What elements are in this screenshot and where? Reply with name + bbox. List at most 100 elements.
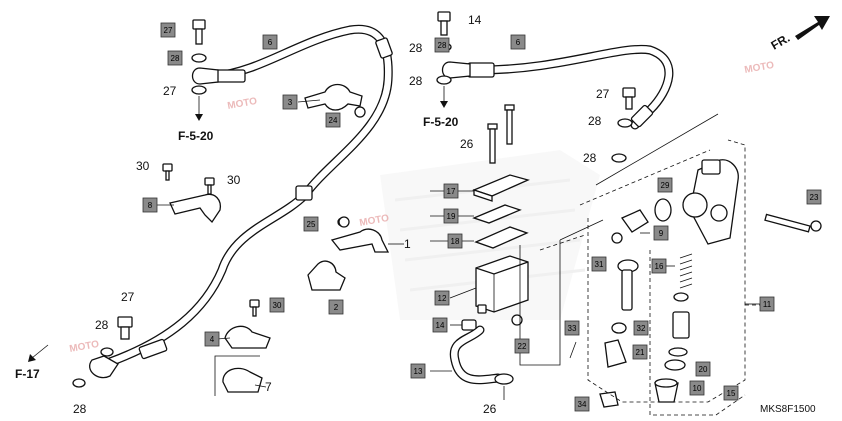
callout-number-28: 28 [409, 41, 423, 55]
callout-box-label: 34 [578, 400, 587, 409]
callout-box-29: 29 [657, 177, 673, 193]
callout-number-28: 28 [583, 151, 597, 165]
callout-box-2: 2 [328, 299, 344, 315]
callout-number-26: 26 [483, 402, 497, 416]
callout-box-15: 15 [723, 385, 739, 401]
callout-box-19: 19 [443, 208, 459, 224]
watermark-3: MOTO [744, 60, 775, 76]
callout-box-label: 12 [438, 294, 447, 303]
callout-box-label: 28 [438, 41, 447, 50]
callout-number-28: 28 [588, 114, 602, 128]
callout-box-label: 17 [447, 187, 456, 196]
ref-f520-left: F-5-20 [178, 129, 214, 143]
callout-box-label: 3 [288, 98, 293, 107]
callout-box-24: 24 [325, 112, 341, 128]
callout-box-label: 18 [451, 237, 460, 246]
callout-number-27: 27 [596, 87, 610, 101]
callout-number-27: 27 [121, 290, 135, 304]
callout-box-22: 22 [514, 338, 530, 354]
callout-box-label: 32 [637, 324, 646, 333]
callout-box-label: 11 [763, 300, 772, 309]
callout-number-7: 7 [265, 380, 272, 394]
callout-box-33: 33 [564, 320, 580, 336]
f17-arrow [28, 344, 49, 362]
callout-box-label: 21 [636, 348, 645, 357]
callout-box-23: 23 [806, 189, 822, 205]
callout-box-label: 31 [595, 260, 604, 269]
callout-box-label: 6 [516, 38, 521, 47]
callout-number-1: 1 [404, 237, 411, 251]
front-direction-label: FR. [769, 31, 793, 53]
ref-f17: F-17 [15, 367, 40, 381]
callout-box-6: 6 [262, 34, 278, 50]
watermark-2: MOTO [359, 213, 390, 229]
rear-master-cylinder [569, 159, 822, 408]
diagram-code: MKS8F1500 [760, 404, 816, 415]
callout-box-17: 17 [443, 183, 459, 199]
callout-box-9: 9 [653, 225, 669, 241]
callout-box-14: 14 [432, 317, 448, 333]
callout-box-34: 34 [574, 396, 590, 412]
front-arrow-icon [795, 16, 830, 40]
callout-box-label: 30 [273, 301, 282, 310]
callout-box-label: 2 [334, 303, 339, 312]
callout-box-label: 13 [414, 367, 423, 376]
callout-number-27: 27 [163, 84, 177, 98]
callout-box-label: 27 [164, 26, 173, 35]
callout-box-27: 27 [160, 22, 176, 38]
callout-box-label: 4 [210, 335, 215, 344]
callout-box-16: 16 [651, 258, 667, 274]
watermark-4: MOTO [69, 339, 100, 355]
callout-box-label: 25 [307, 220, 316, 229]
callout-box-label: 8 [148, 201, 153, 210]
callout-box-label: 16 [655, 262, 664, 271]
short-brake-hose [441, 44, 674, 130]
callout-box-label: 23 [810, 193, 819, 202]
callout-box-18: 18 [447, 233, 463, 249]
callout-box-label: 33 [568, 324, 577, 333]
callout-number-14: 14 [468, 13, 482, 27]
callout-box-28: 28 [434, 37, 450, 53]
callout-number-28: 28 [73, 402, 87, 416]
callout-box-label: 29 [661, 181, 670, 190]
callout-box-31: 31 [591, 256, 607, 272]
callout-box-28: 28 [167, 50, 183, 66]
callout-number-30: 30 [136, 159, 150, 173]
callout-box-12: 12 [434, 290, 450, 306]
callout-box-32: 32 [633, 320, 649, 336]
callout-box-label: 24 [329, 116, 338, 125]
callout-box-6: 6 [510, 34, 526, 50]
callout-box-label: 20 [699, 365, 708, 374]
callout-number-28: 28 [409, 74, 423, 88]
hardware-parts [72, 11, 636, 396]
callout-box-10: 10 [689, 380, 705, 396]
callout-box-label: 9 [659, 229, 664, 238]
callout-box-25: 25 [303, 216, 319, 232]
callout-box-13: 13 [410, 363, 426, 379]
front-direction-indicator: FR. [769, 16, 830, 53]
callout-box-label: 6 [268, 38, 273, 47]
callout-number-30: 30 [227, 173, 241, 187]
callout-box-11: 11 [759, 296, 775, 312]
callout-number-26: 26 [460, 137, 474, 151]
callout-box-label: 15 [727, 389, 736, 398]
callout-number-28: 28 [95, 318, 109, 332]
callout-box-label: 28 [171, 54, 180, 63]
callout-box-21: 21 [632, 344, 648, 360]
long-brake-hose [89, 24, 393, 379]
assembly-frames [519, 113, 760, 416]
callout-box-3: 3 [282, 94, 298, 110]
callout-box-label: 19 [447, 212, 456, 221]
callout-box-8: 8 [142, 197, 158, 213]
ref-f520-right: F-5-20 [423, 115, 459, 129]
callout-box-label: 10 [693, 384, 702, 393]
callout-box-label: 14 [436, 321, 445, 330]
callout-box-4: 4 [204, 331, 220, 347]
watermark-1: MOTO [227, 96, 258, 112]
callout-box-20: 20 [695, 361, 711, 377]
callout-box-label: 22 [518, 342, 527, 351]
callout-box-30: 30 [269, 297, 285, 313]
